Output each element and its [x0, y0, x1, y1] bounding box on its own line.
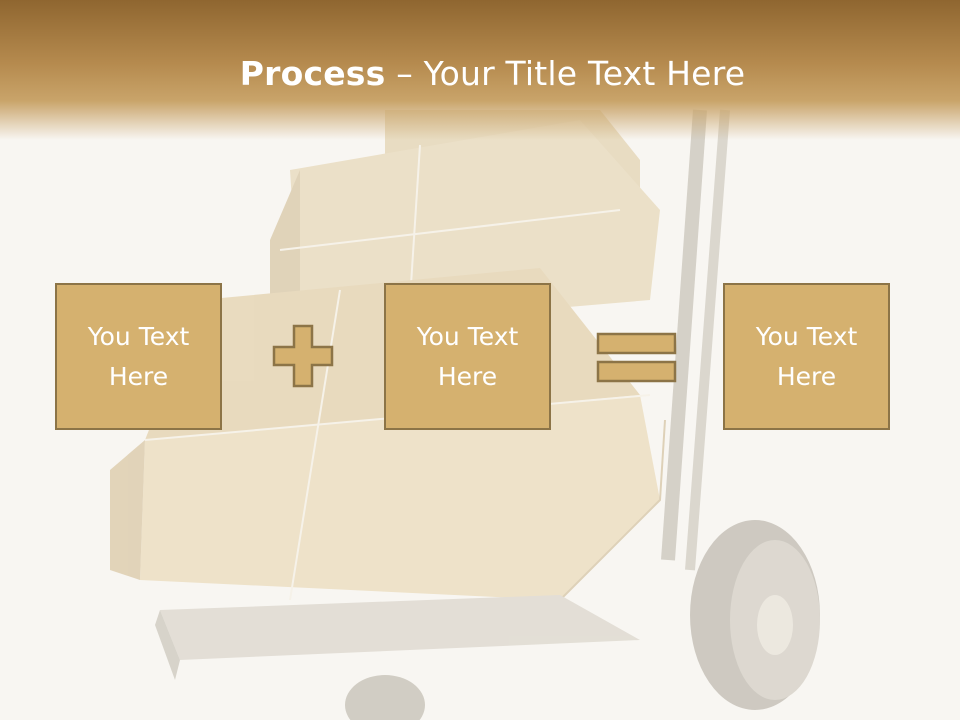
- plus-icon: [272, 324, 334, 388]
- title-bold: Process: [239, 54, 386, 93]
- text-box-3[interactable]: You Text Here: [723, 283, 890, 430]
- text-box-1[interactable]: You Text Here: [55, 283, 222, 430]
- text-box-1-label: You Text Here: [87, 321, 190, 391]
- text-box-2[interactable]: You Text Here: [384, 283, 551, 430]
- title-text: Your Title Text Here: [423, 54, 746, 93]
- slide-title: Process – Your Title Text Here: [0, 52, 960, 96]
- title-bar: [0, 0, 960, 140]
- text-box-2-label: You Text Here: [416, 321, 519, 391]
- text-box-3-label: You Text Here: [755, 321, 858, 391]
- title-separator: –: [385, 54, 424, 93]
- equals-icon: [596, 332, 677, 383]
